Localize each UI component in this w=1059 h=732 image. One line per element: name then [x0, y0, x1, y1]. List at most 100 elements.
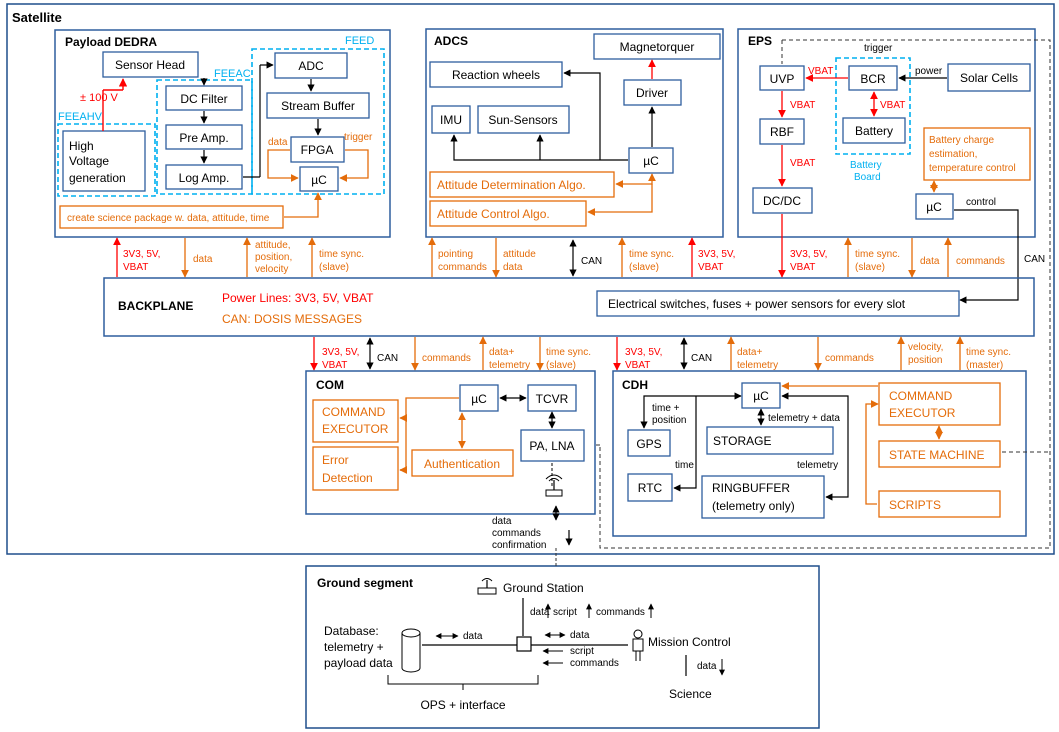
- feed-label: FEED: [345, 35, 374, 47]
- hv-line3: generation: [69, 171, 126, 185]
- bus-label: commands: [422, 353, 471, 364]
- science-data-label: data: [697, 661, 717, 672]
- com-title: COM: [316, 378, 344, 392]
- reaction-wheels-box: [429, 61, 563, 88]
- log-amp-label: Log Amp.: [179, 171, 230, 185]
- rtc-box: [627, 473, 673, 502]
- pre-amp-label: Pre Amp.: [179, 131, 228, 145]
- mission-control-label: Mission Control: [648, 635, 731, 649]
- adcs-uc-label: µC: [643, 154, 659, 168]
- switches-box: [596, 290, 960, 317]
- pre-amp-box: [165, 124, 243, 150]
- pa-lna-label: PA, LNA: [529, 439, 574, 453]
- eps-vbat-label4: VBAT: [790, 158, 815, 169]
- bus-label: data: [193, 254, 213, 265]
- bus-label: VBAT: [625, 360, 650, 371]
- feeahv-group: [57, 123, 156, 197]
- battery-board-line2: Board: [854, 172, 881, 183]
- bus-label: time sync.: [319, 249, 364, 260]
- log-amp-box: [165, 164, 243, 190]
- hv-line1: High: [69, 139, 94, 153]
- imu-label: IMU: [440, 113, 462, 127]
- antenna-icon: [545, 474, 563, 497]
- uvp-box: [759, 65, 805, 91]
- bus-label: telemetry: [737, 360, 778, 371]
- power-lines-label: Power Lines: 3V3, 5V, VBAT: [222, 291, 374, 305]
- hv-line2: Voltage: [69, 154, 109, 168]
- attitude-control-box: [429, 200, 587, 227]
- ops-hub-node: [516, 636, 532, 652]
- bus-label: time sync.: [629, 249, 674, 260]
- bus-label: 3V3, 5V,: [698, 249, 735, 260]
- bus-label: (slave): [855, 262, 885, 273]
- bus-label: (slave): [319, 262, 349, 273]
- science-package-label: create science package w. data, attitude…: [67, 213, 270, 224]
- bus-label: 3V3, 5V,: [322, 347, 359, 358]
- ringbuffer-line2: (telemetry only): [712, 499, 795, 513]
- adcs-uc-box: [628, 147, 674, 174]
- cdh-uc-label: µC: [753, 389, 769, 403]
- authentication-label: Authentication: [424, 457, 500, 471]
- bus-label: VBAT: [698, 262, 723, 273]
- eps-title: EPS: [748, 34, 772, 48]
- bus-label: VBAT: [322, 360, 347, 371]
- eps-uc-box: [915, 193, 954, 220]
- battery-box: [842, 117, 906, 144]
- person-icon: [632, 629, 644, 661]
- bus-label: time sync.: [546, 347, 591, 358]
- bus-label: attitude,: [255, 240, 291, 251]
- db-data-label: data: [463, 631, 483, 642]
- imu-box: [431, 105, 471, 134]
- fpga-label: FPGA: [301, 143, 334, 157]
- adcs-module: ADCS Magnetorquer Reaction wheels Driver…: [425, 28, 724, 238]
- reaction-wheels-label: Reaction wheels: [452, 68, 540, 82]
- dedra-data-label: data: [268, 137, 288, 148]
- gs-script-label: script: [553, 607, 577, 618]
- bus-label: 3V3, 5V,: [790, 249, 827, 260]
- dcdc-box: [752, 187, 813, 214]
- authentication-box: [411, 449, 514, 477]
- upper-bus: 3V3, 5V, VBAT data attitude, position, v…: [113, 214, 1045, 278]
- magnetorquer-label: Magnetorquer: [620, 40, 695, 54]
- magnetorquer-box: [593, 33, 721, 60]
- ops-brace: [387, 675, 539, 685]
- ringbuffer-line1: RINGBUFFER: [712, 481, 790, 495]
- ground-segment: Ground segment Ground Station data scrip…: [305, 548, 820, 729]
- state-machine-label: STATE MACHINE: [889, 448, 985, 462]
- backplane-title: BACKPLANE: [118, 299, 193, 313]
- dedra-trigger-label: trigger: [344, 132, 373, 143]
- com-commands-label: commands: [492, 528, 541, 539]
- bus-label: data: [503, 262, 523, 273]
- bus-label: (slave): [629, 262, 659, 273]
- hv-generation-box: [62, 130, 146, 192]
- attitude-determination-box: [429, 171, 615, 198]
- bus-label: CAN: [1024, 254, 1045, 265]
- bus-label: CAN: [691, 353, 712, 364]
- gps-box: [627, 429, 671, 457]
- fpga-box: [290, 136, 345, 163]
- dcdc-label: DC/DC: [763, 194, 801, 208]
- attitude-determination-label: Attitude Determination Algo.: [437, 178, 586, 192]
- bus-label: data+: [489, 347, 514, 358]
- driver-box: [623, 79, 682, 106]
- state-machine-box: [878, 440, 1001, 468]
- can-messages-label: CAN: DOSIS MESSAGES: [222, 312, 362, 326]
- satellite-title: Satellite: [12, 10, 62, 25]
- adc-label: ADC: [298, 59, 324, 73]
- mc-commands-label: commands: [570, 658, 619, 669]
- time-position-line2: position: [652, 415, 686, 426]
- cdh-uc-box: [741, 382, 781, 409]
- bus-label: position: [908, 355, 942, 366]
- bus-label: data+: [737, 347, 762, 358]
- bus-label: telemetry: [489, 360, 530, 371]
- database-line3: payload data: [324, 656, 393, 670]
- adc-box: [274, 52, 348, 79]
- bus-label: velocity: [255, 264, 288, 275]
- tcvr-label: TCVR: [536, 392, 569, 406]
- tcvr-box: [527, 384, 577, 412]
- com-confirmation-label: confirmation: [492, 540, 546, 551]
- sensor-head-label: Sensor Head: [115, 58, 185, 72]
- error-detection-line2: Detection: [322, 471, 373, 485]
- solar-cells-label: Solar Cells: [960, 71, 1018, 85]
